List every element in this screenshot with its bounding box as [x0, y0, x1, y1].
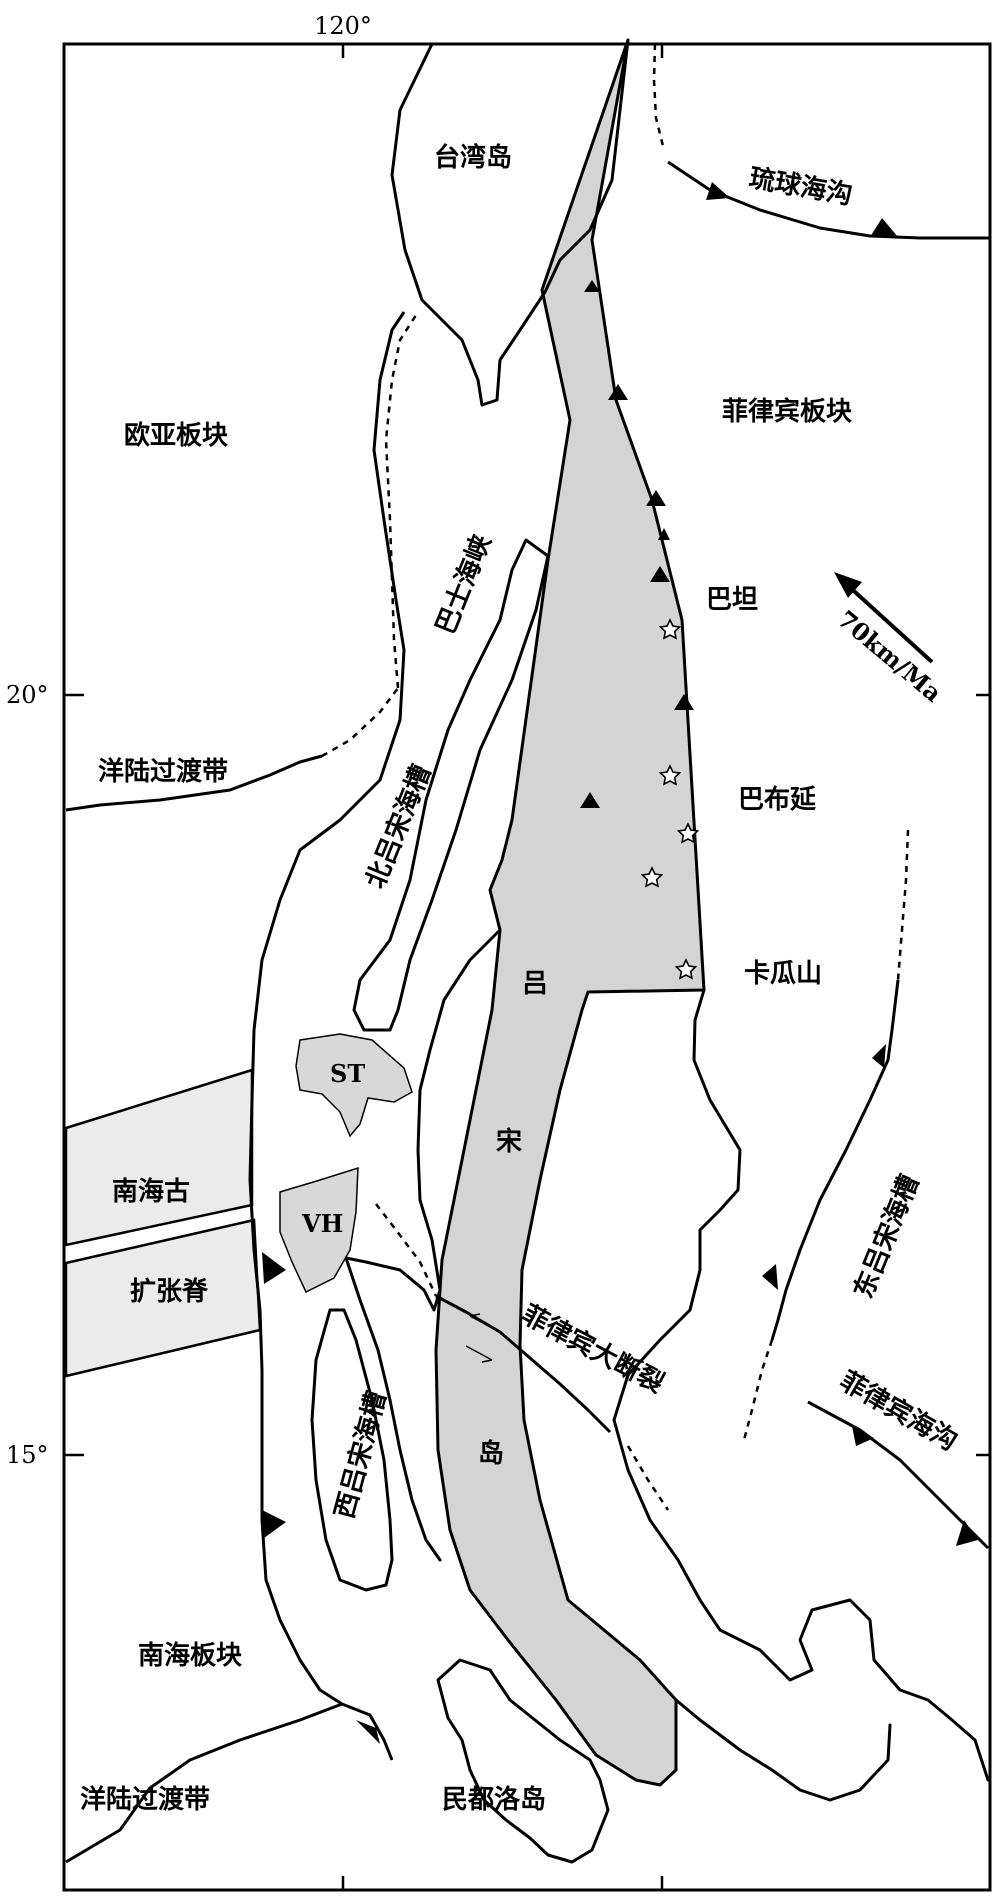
fault-arrow-1 — [469, 1313, 497, 1331]
label-ancient-ridge-2: 扩张脊 — [130, 1277, 209, 1307]
label-philippine-fault: 菲律宾大断裂 — [517, 1299, 669, 1400]
label-cagua: 卡瓜山 — [744, 959, 822, 989]
volcano-tri-3 — [646, 490, 666, 506]
label-philippine-trench: 菲律宾海沟 — [835, 1365, 963, 1457]
west-luzon-trough-outline — [310, 1308, 394, 1592]
transition-zone-north-dashed — [321, 687, 399, 758]
label-babuyan: 巴布延 — [738, 785, 817, 815]
manila-tri-2 — [262, 1510, 286, 1538]
label-st: ST — [330, 1059, 365, 1088]
label-mindoro: 民都洛岛 — [442, 1784, 546, 1815]
east-luzon-tri-2 — [762, 1264, 778, 1290]
star-icon — [640, 866, 664, 888]
label-bashi-channel: 巴士海峡 — [431, 530, 498, 639]
southeast-coast — [674, 1698, 892, 1802]
east-luzon-trough-line — [770, 979, 900, 1341]
philippine-fault-dashed-se — [626, 1445, 670, 1511]
star-icon — [674, 958, 698, 980]
transition-zone-north — [65, 754, 323, 812]
label-ancient-ridge-1: 南海古 — [112, 1177, 190, 1207]
volcano-tri-7 — [580, 792, 600, 808]
longitude-label-120: 120° — [314, 12, 372, 40]
manila-trench-line — [248, 311, 406, 1761]
st-island — [295, 1033, 413, 1138]
label-taiwan: 台湾岛 — [434, 142, 512, 173]
label-eurasian-plate: 欧亚板块 — [124, 420, 228, 451]
velocity-arrow-shaft — [842, 580, 934, 664]
transition-zone-south — [65, 1702, 343, 1864]
manila-tri-1 — [262, 1252, 286, 1284]
label-luzon-2: 宋 — [496, 1127, 522, 1157]
label-batan: 巴坦 — [706, 585, 758, 615]
label-north-luzon-trough: 北吕宋海槽 — [361, 761, 438, 893]
taiwan-coast — [390, 38, 630, 407]
luzon-east-coast — [612, 988, 990, 1782]
east-luzon-tri-1 — [872, 1044, 886, 1068]
ryukyu-dashed — [652, 43, 666, 151]
ancient-ridge-band-upper — [64, 1068, 254, 1247]
luzon-arc-shaded — [434, 38, 706, 1787]
star-icon — [658, 764, 682, 786]
label-ryukyu-trench: 琉球海沟 — [747, 162, 855, 211]
velocity-arrow-head — [834, 572, 862, 598]
philippine-fault-line — [435, 1294, 612, 1434]
label-philippine-plate: 菲律宾板块 — [722, 396, 852, 427]
label-east-luzon-trough: 东吕宋海槽 — [848, 1170, 925, 1302]
latitude-label-20: 20° — [6, 681, 49, 709]
manila-tri-3 — [356, 1720, 380, 1744]
ryukyu-tri-1 — [706, 182, 730, 200]
volcano-tri-1 — [584, 280, 600, 292]
volcano-tri-6 — [674, 694, 694, 710]
bashi-dashed-line — [384, 311, 420, 689]
star-icon — [658, 618, 682, 640]
volcano-tri-2 — [608, 384, 628, 400]
latitude-label-15: 15° — [6, 1441, 49, 1469]
map-frame — [62, 42, 992, 1892]
east-luzon-dashed-south — [742, 1339, 774, 1441]
volcano-tri-4 — [658, 528, 670, 540]
luzon-west-coast — [344, 928, 502, 1562]
label-luzon-1: 吕 — [522, 969, 548, 999]
label-luzon-3: 岛 — [478, 1438, 504, 1469]
philippine-trench-tri-2 — [956, 1520, 978, 1546]
north-luzon-trough-outline — [352, 538, 550, 1032]
volcano-tri-5 — [650, 566, 670, 582]
ryukyu-tri-2 — [870, 218, 898, 237]
mindoro-coast — [436, 1658, 610, 1864]
label-south-china-sea-plate: 南海板块 — [138, 1641, 242, 1671]
fault-arrow-2 — [465, 1345, 493, 1363]
label-velocity: 70km/Ma — [832, 604, 947, 707]
vh-island — [279, 1166, 359, 1294]
philippine-trench-tri-1 — [852, 1426, 874, 1446]
star-icon — [676, 822, 700, 844]
star-markers — [640, 618, 700, 980]
philippine-fault-dashed-nw — [375, 1203, 438, 1297]
label-vh: VH — [301, 1209, 343, 1238]
east-luzon-dashed-north — [896, 829, 910, 981]
label-transition-south: 洋陆过渡带 — [80, 1784, 210, 1815]
label-transition-north: 洋陆过渡带 — [98, 756, 228, 787]
